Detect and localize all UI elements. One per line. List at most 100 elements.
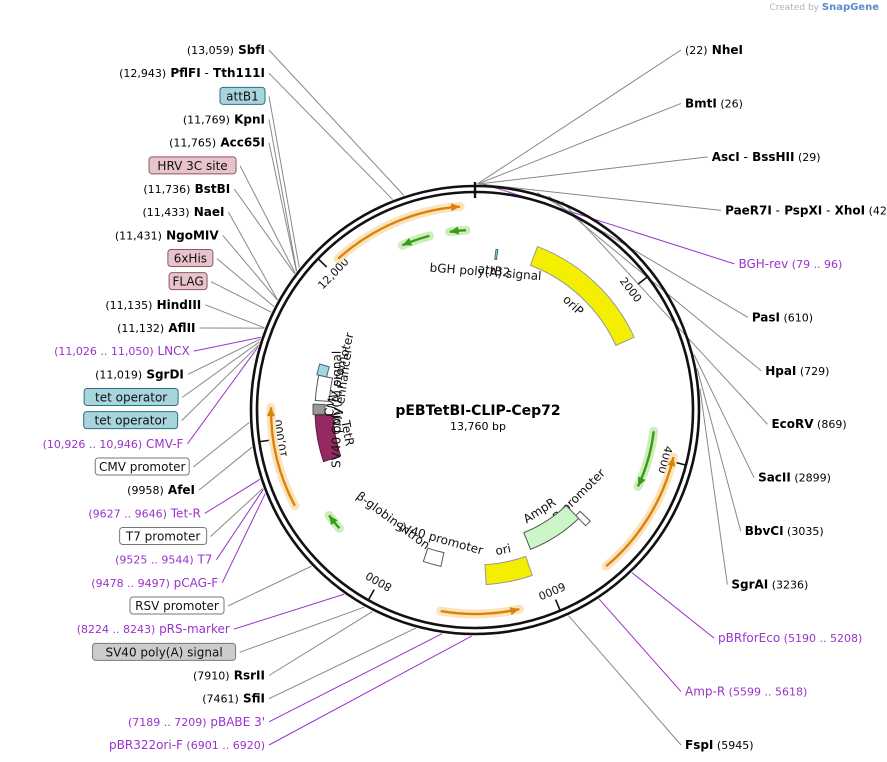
site-11-431-ngomiv-label: (11,431) NgoMIV (115, 228, 220, 242)
site-10-926-10-946-cmv-f-label: (10,926 .. 10,946) CMV-F (43, 437, 184, 451)
site-11-026-11-050-lncx-leader (193, 336, 262, 352)
site-bmti-26-part-1: (26) (717, 97, 743, 110)
site-11-132-aflii-label: (11,132) AflII (117, 321, 195, 335)
feature-sv40-poly-a-signal-label: SV40 poly(A) signal (329, 351, 344, 468)
site-11-736-bstbi-part-0: (11,736) (143, 183, 190, 196)
feature-orip-shape (529, 245, 635, 347)
feature-attb2-shape (494, 248, 499, 261)
tick-2000 (637, 276, 649, 285)
site-7461-sfii-part-0: (7461) (202, 693, 239, 706)
site-11-019-sgrdi-label: (11,019) SgrDI (95, 367, 184, 381)
site-flag-leader (210, 281, 272, 313)
feature-sv40-poly-a-signal-shape (312, 403, 326, 415)
site-11-765-acc65i-part-0: (11,765) (169, 137, 216, 150)
site-9525-9544-t7-label: (9525 .. 9544) T7 (115, 553, 212, 567)
feature-globin-intron-label: β-globin intron (354, 489, 433, 553)
site-11-431-ngomiv-part-1: NgoMIV (162, 228, 219, 242)
site-sacii-2899-leader (693, 354, 755, 478)
orf-arc-0 (337, 205, 461, 260)
site-bgh-rev-79-96-label: BGH-rev (79 .. 96) (738, 257, 842, 271)
tick-12000 (317, 258, 328, 268)
center-title: pEBTetBI-CLIP-Cep72 13,760 bp (395, 403, 560, 433)
site-amp-r-5599-5618-part-1: (5599 .. 5618) (725, 686, 807, 699)
site-11-433-naei-part-1: NaeI (190, 205, 225, 219)
site-7910-rsrii-part-1: RsrII (230, 669, 265, 683)
snapgene-logo: SnapGene (821, 2, 879, 13)
site-amp-r-5599-5618-label: Amp-R (5599 .. 5618) (685, 685, 807, 699)
tick-8000 (367, 589, 375, 601)
site-11-736-bstbi-leader (233, 188, 296, 275)
plasmid-name: pEBTetBI-CLIP-Cep72 (395, 403, 560, 419)
site-11-765-acc65i-label: (11,765) Acc65I (169, 136, 265, 150)
site-bmti-26-label: BmtI (26) (685, 96, 743, 110)
site-9958-afei-part-0: (9958) (127, 484, 164, 497)
site-12-943-pflfi-tth111i-label: (12,943) PflFI - Tth111I (119, 66, 265, 80)
site-tet-operator-text: tet operator (95, 391, 167, 405)
site-cmv-promoter-tag (94, 457, 190, 476)
site-22-nhei-label: (22) NheI (685, 43, 743, 57)
site-11-769-kpni-leader (268, 119, 298, 272)
site-9478-9497-pcag-f-label: (9478 .. 9497) pCAG-F (91, 576, 218, 590)
site-asci-bsshii-29-label: AscI - BssHII (29) (712, 150, 821, 164)
site-flag-text: FLAG (172, 275, 203, 289)
site-hrv-3c-site-text: HRV 3C site (157, 159, 227, 173)
site-sacii-2899-label: SacII (2899) (758, 471, 831, 485)
plasmid-length: 13,760 bp (450, 420, 506, 433)
site-6xhis-leader (216, 258, 275, 308)
site-22-nhei-part-1: NheI (708, 43, 743, 57)
site-asci-bsshii-29-leader (477, 156, 708, 185)
site-ecorv-869-part-0: EcoRV (771, 417, 814, 431)
site-9958-afei-part-1: AfeI (164, 483, 195, 497)
site-sgrai-3236-leader (699, 388, 728, 585)
feature-cmv-enhancer-shape (314, 374, 334, 402)
orf-arcs (266, 202, 678, 619)
snapgene-credit: Created by SnapGene (769, 2, 879, 13)
site-bbvci-3035-leader (696, 368, 742, 532)
green-arc-3-head (329, 515, 338, 526)
site-7910-rsrii-label: (7910) RsrII (193, 669, 265, 683)
site-fspi-5945-leader (568, 615, 682, 746)
site-11-433-naei-part-0: (11,433) (142, 206, 189, 219)
site-11-769-kpni-part-1: KpnI (230, 113, 265, 127)
site-ecorv-869-part-1: (869) (814, 418, 847, 431)
site-12-943-pflfi-tth111i-leader (268, 72, 393, 200)
site-amp-r-5599-5618-part-0: Amp-R (685, 685, 725, 699)
site-11-135-hindiii-part-1: HindIII (152, 298, 201, 312)
feature-ori-shape (484, 555, 533, 586)
site-paer7i-pspxi-xhoi-42-part-4: XhoI (830, 203, 865, 217)
site-11-019-sgrdi-leader (187, 338, 261, 375)
site-11-135-hindiii-leader (205, 304, 265, 329)
site-13-059-sbfi-part-0: (13,059) (187, 44, 234, 57)
site-tet-operator-text: tet operator (95, 414, 167, 428)
site-8224-8243-prs-marker-part-0: (8224 .. 8243) (77, 623, 156, 636)
site-7461-sfii-part-1: SfiI (239, 692, 265, 706)
site-pasi-610-part-1: (610) (780, 311, 813, 324)
site-11-026-11-050-lncx-part-0: (11,026 .. 11,050) (54, 345, 154, 358)
site-ecorv-869-label: EcoRV (869) (771, 417, 846, 431)
site-9958-afei-label: (9958) AfeI (127, 483, 195, 497)
site-9958-afei-leader (198, 446, 253, 491)
site-9478-9497-pcag-f-part-0: (9478 .. 9497) (91, 577, 170, 590)
site-hpai-729-part-1: (729) (796, 365, 829, 378)
site-pbrforeco-5190-5208-label: pBRforEco (5190 .. 5208) (718, 631, 862, 645)
site-hpai-729-label: HpaI (729) (765, 364, 829, 378)
site-11-765-acc65i-leader (268, 142, 297, 272)
site-sgrai-3236-part-0: SgrAI (731, 578, 768, 592)
site-fspi-5945-part-1: (5945) (713, 739, 753, 752)
site-12-943-pflfi-tth111i-part-3: Tth111I (209, 66, 265, 80)
site-7910-rsrii-leader (268, 611, 373, 676)
site-sv40-poly-a-signal-text: SV40 poly(A) signal (105, 645, 222, 659)
site-fspi-5945-part-0: FspI (685, 738, 713, 752)
site-hrv-3c-site-leader (239, 165, 296, 274)
site-paer7i-pspxi-xhoi-42-label: PaeR7I - PspXI - XhoI (42) (725, 203, 887, 217)
site-t7-promoter-text: T7 promoter (125, 530, 201, 544)
site-11-019-sgrdi-part-0: (11,019) (95, 368, 142, 381)
site-cmv-promoter-leader (192, 421, 250, 468)
site-9525-9544-t7-part-0: (9525 .. 9544) (115, 554, 194, 567)
feature-ori-label: ori (494, 541, 512, 558)
site-bgh-rev-79-96-part-1: (79 .. 96) (788, 258, 842, 271)
site-11-736-bstbi-part-1: BstBI (190, 182, 230, 196)
site-12-943-pflfi-tth111i-part-1: PflFI (166, 66, 201, 80)
site-bbvci-3035-label: BbvCI (3035) (745, 524, 824, 538)
